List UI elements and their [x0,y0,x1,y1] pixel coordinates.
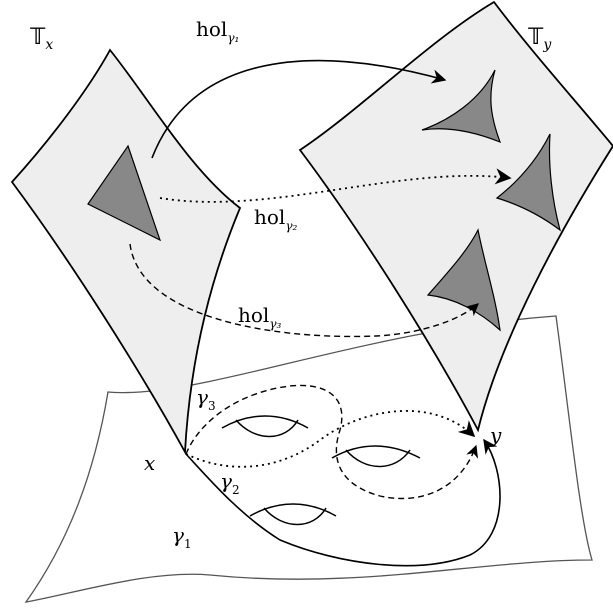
hol-gamma2-label: holγ₂ [254,205,298,233]
path-gamma3 [185,384,479,500]
hol-gamma1-label: holγ₁ [196,17,239,45]
gamma1-label: γ1 [172,523,192,551]
point-y-label: y [489,423,502,447]
hol-gamma3-label: holγ₃ [238,303,282,331]
hol-gamma3-arrow [129,243,479,338]
triangle-x [87,144,162,242]
gamma3-label: γ3 [196,385,216,413]
fiber-y [298,0,613,433]
gamma2-label: γ2 [220,469,240,497]
hol-gamma1-arrow [151,59,447,159]
fiber-y-label: 𝕋y [528,25,552,53]
triangle-y1 [421,69,502,144]
point-x-label: x [144,451,155,475]
surface-holes [221,415,421,526]
hol-gamma2-arrow [159,168,512,203]
base-surface [24,315,593,603]
triangle-y2 [495,133,562,232]
fiber-x [10,48,242,456]
fiber-x-label: 𝕋x [30,25,53,53]
path-gamma1 [185,438,501,567]
